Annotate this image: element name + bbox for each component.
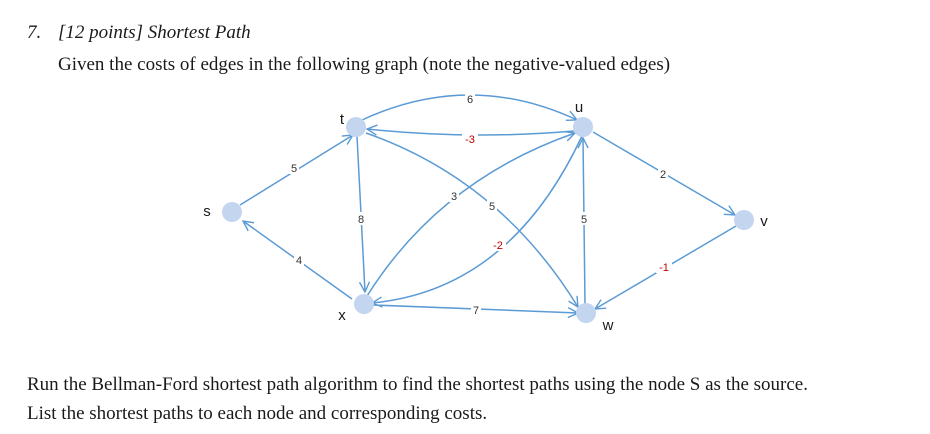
edge-weight-background: [462, 132, 478, 145]
edge-weight-w-u: 5: [581, 214, 587, 226]
task-text: Run the Bellman-Ford shortest path algor…: [27, 370, 917, 428]
question-heading: [12 points] Shortest Path: [58, 22, 251, 43]
edge-x-u: [366, 133, 575, 297]
edge-weight-background: [449, 189, 459, 202]
node-x: [354, 294, 374, 314]
question-intro: Given the costs of edges in the followin…: [58, 54, 671, 75]
node-label-x: x: [338, 307, 346, 324]
edge-weight-s-t: 5: [291, 163, 297, 175]
node-label-u: u: [575, 99, 583, 116]
edge-weight-x-s: 4: [296, 255, 302, 267]
edge-weight-x-u: 3: [451, 191, 457, 203]
node-v: [734, 210, 754, 230]
edge-weight-v-w: -1: [659, 262, 669, 274]
edge-weight-t-u: 6: [467, 94, 473, 106]
node-t: [346, 117, 366, 137]
node-label-v: v: [760, 213, 768, 230]
edge-weight-t-w: 5: [489, 201, 495, 213]
task-line-1: Run the Bellman-Ford shortest path algor…: [27, 374, 808, 395]
edge-weight-u-v: 2: [660, 169, 666, 181]
node-s: [222, 202, 242, 222]
edge-weight-background: [579, 212, 589, 225]
edge-weight-background: [465, 92, 475, 105]
edge-weight-u-x: -2: [493, 240, 503, 252]
edge-weight-background: [656, 260, 672, 273]
edge-weight-background: [471, 303, 481, 316]
task-line-2: List the shortest paths to each node and…: [27, 403, 488, 424]
node-label-w: w: [602, 317, 614, 334]
edge-weight-u-t: -3: [465, 134, 475, 146]
edge-weight-background: [289, 161, 299, 174]
edge-u-x: [372, 135, 583, 303]
edge-weight-x-w: 7: [473, 305, 479, 317]
edge-weight-t-x: 8: [358, 214, 364, 226]
node-w: [576, 303, 596, 323]
node-u: [573, 117, 593, 137]
edge-weight-background: [487, 199, 497, 212]
question-number: 7.: [27, 22, 42, 43]
edge-weight-background: [658, 167, 668, 180]
edge-weight-background: [294, 253, 304, 266]
edge-weight-background: [356, 212, 366, 225]
node-label-s: s: [203, 203, 211, 220]
node-label-t: t: [340, 111, 345, 128]
edge-weight-background: [490, 238, 506, 251]
edge-t-w: [365, 132, 578, 307]
